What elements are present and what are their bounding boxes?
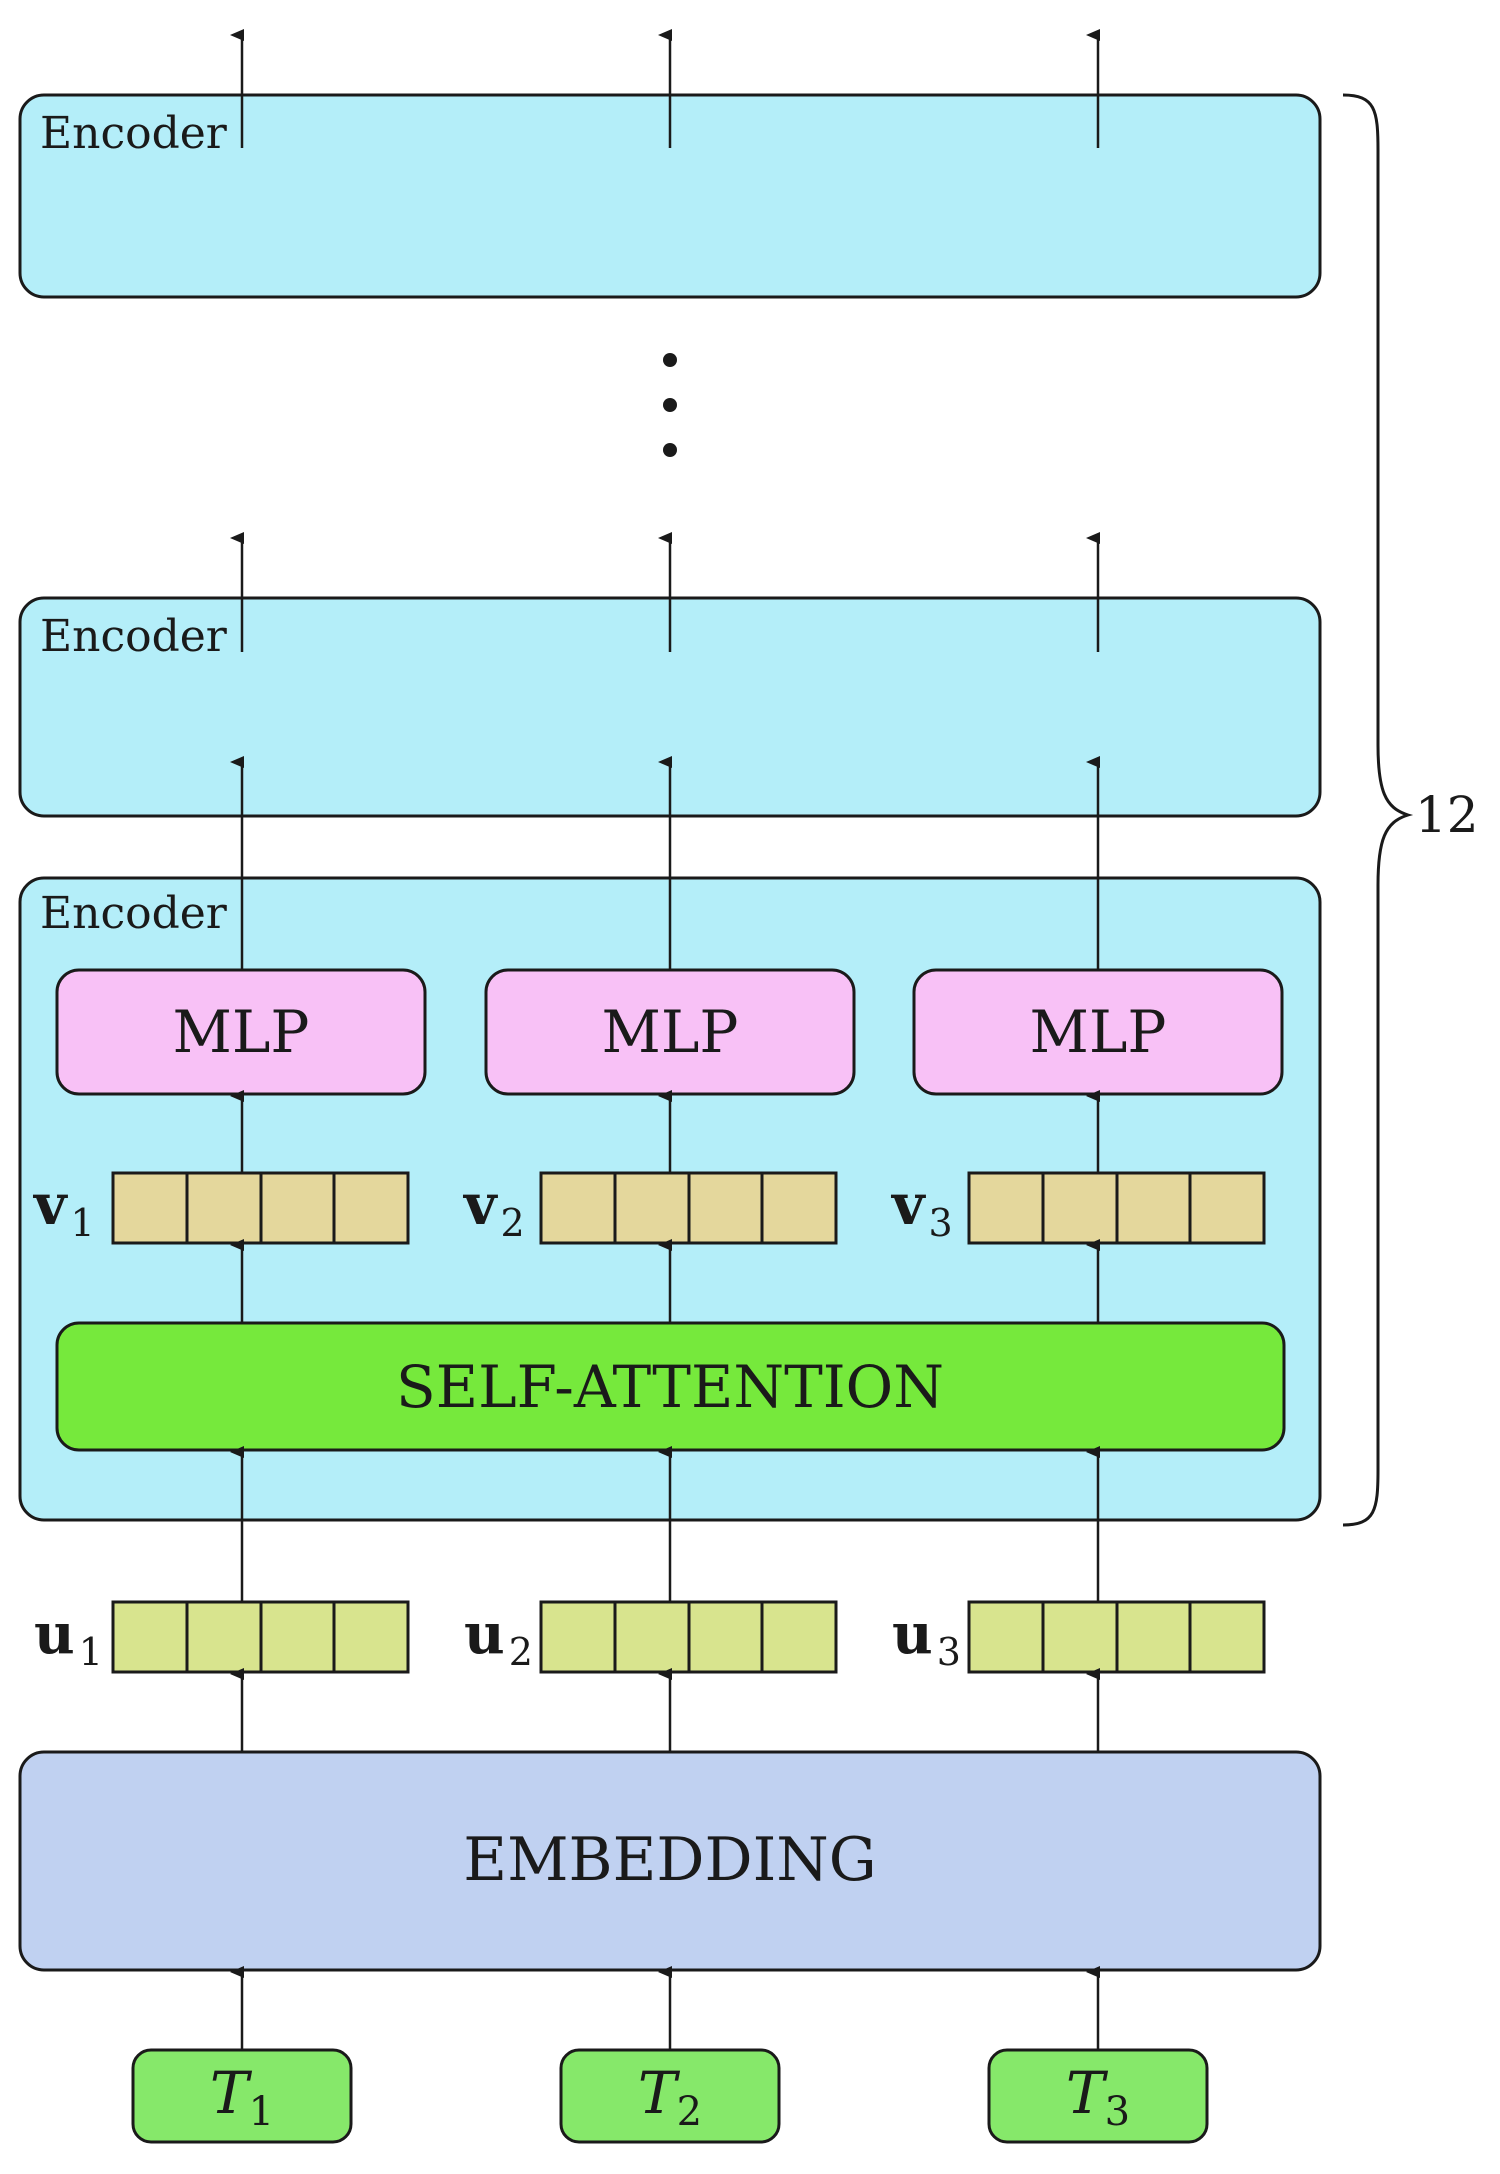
v-vector-2: [539, 1171, 838, 1245]
mlp-label-1: MLP: [173, 998, 310, 1066]
mlp-label-3: MLP: [1030, 998, 1167, 1066]
v-vector-1: [111, 1171, 410, 1245]
encoder-label-top: Encoder: [40, 108, 228, 159]
token-label-2: T2: [638, 2059, 702, 2135]
encoder-label-bottom: Encoder: [40, 888, 228, 939]
encoder-stack-count: 12: [1415, 786, 1479, 844]
ellipsis-dot-1: [663, 353, 677, 367]
embedding-label: EMBEDDING: [463, 1825, 876, 1895]
u-vector-2: [539, 1600, 838, 1674]
u-vector-3: [967, 1600, 1266, 1674]
token-label-1: T1: [210, 2059, 274, 2135]
v-vector-3: [967, 1171, 1266, 1245]
u-vector-1: [111, 1600, 410, 1674]
encoder-label-middle: Encoder: [40, 611, 228, 662]
self-attention-label: SELF-ATTENTION: [396, 1353, 944, 1421]
ellipsis-dot-2: [663, 398, 677, 412]
mlp-label-2: MLP: [602, 998, 739, 1066]
ellipsis-dot-3: [663, 443, 677, 457]
encoder-stack-brace: [1342, 93, 1414, 1527]
token-label-3: T3: [1066, 2059, 1130, 2135]
